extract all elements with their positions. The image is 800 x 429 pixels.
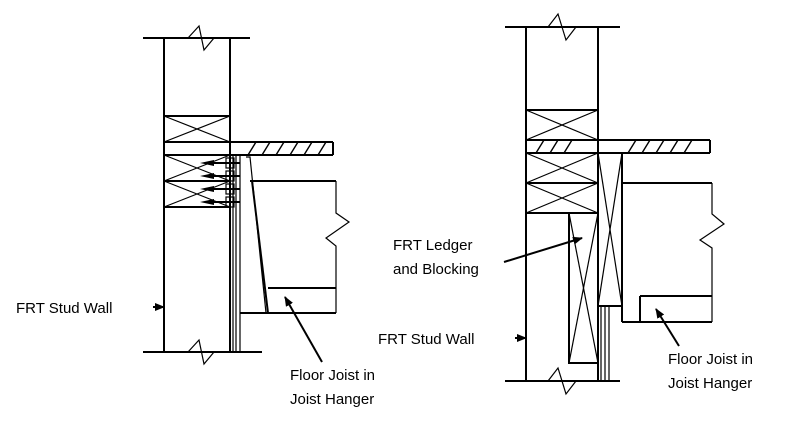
left-screws xyxy=(200,157,240,208)
right-ledger-arrow xyxy=(503,236,583,263)
right-blocking xyxy=(597,152,623,307)
right-detail: FRT Ledger and Blocking FRT Stud Wall Fl… xyxy=(378,12,753,396)
left-joist-label-line1: Floor Joist in xyxy=(290,367,375,384)
left-joist-arrow xyxy=(284,296,323,363)
right-ledger-label-line1: FRT Ledger xyxy=(393,237,473,254)
right-floor-joist xyxy=(622,182,726,323)
left-detail: FRT Stud Wall Floor Joist in Joist Hange… xyxy=(16,24,375,408)
right-joist-label-line2: Joist Hanger xyxy=(668,375,752,392)
right-top-plate xyxy=(525,109,599,141)
right-ledger-layers xyxy=(600,306,610,381)
left-joist-label-line2: Joist Hanger xyxy=(290,391,374,408)
left-stud-wall-label: FRT Stud Wall xyxy=(16,300,112,317)
left-floor-joist xyxy=(250,180,351,314)
right-rim-blocking xyxy=(525,152,599,214)
left-floor-sheathing xyxy=(164,141,334,156)
right-stud-wall-label: FRT Stud Wall xyxy=(378,331,474,348)
right-frt-ledger xyxy=(568,212,599,364)
left-ledger-layers xyxy=(232,155,241,352)
right-joist-arrow xyxy=(655,308,680,347)
left-top-plate xyxy=(163,115,231,143)
right-joist-label-line1: Floor Joist in xyxy=(668,351,753,368)
left-joist-hanger xyxy=(240,156,268,314)
right-joist-hanger xyxy=(621,153,640,323)
right-ledger-label-line2: and Blocking xyxy=(393,261,479,278)
right-floor-sheathing xyxy=(526,139,711,154)
